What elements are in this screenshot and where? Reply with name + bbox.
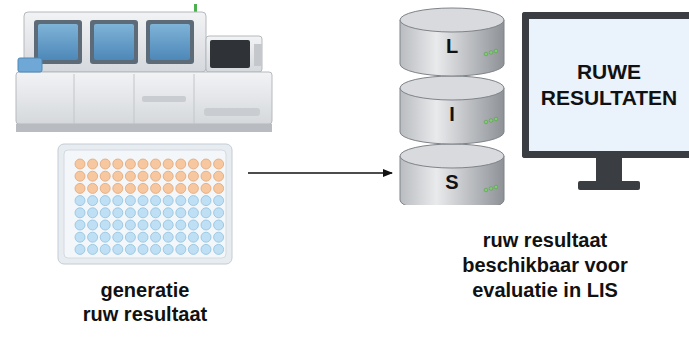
database-node: L I S: [398, 0, 506, 205]
monitor-stand: [560, 155, 660, 195]
well-plate: [50, 140, 240, 268]
database-letter: L: [398, 34, 506, 58]
plate-node: generatie ruw resultaat: [50, 140, 240, 326]
caption-text: ruw resultaat beschikbaar voor evaluatie…: [450, 228, 640, 303]
analyzer-illustration: [14, 0, 276, 136]
monitor-screen: RUWE RESULTATEN: [522, 12, 689, 158]
caption-text: generatie ruw resultaat: [80, 278, 210, 326]
database-letter: I: [398, 102, 506, 126]
database-letter: S: [398, 170, 506, 194]
screen-text: RUWE RESULTATEN: [539, 59, 679, 111]
flow-arrow: [248, 172, 392, 174]
